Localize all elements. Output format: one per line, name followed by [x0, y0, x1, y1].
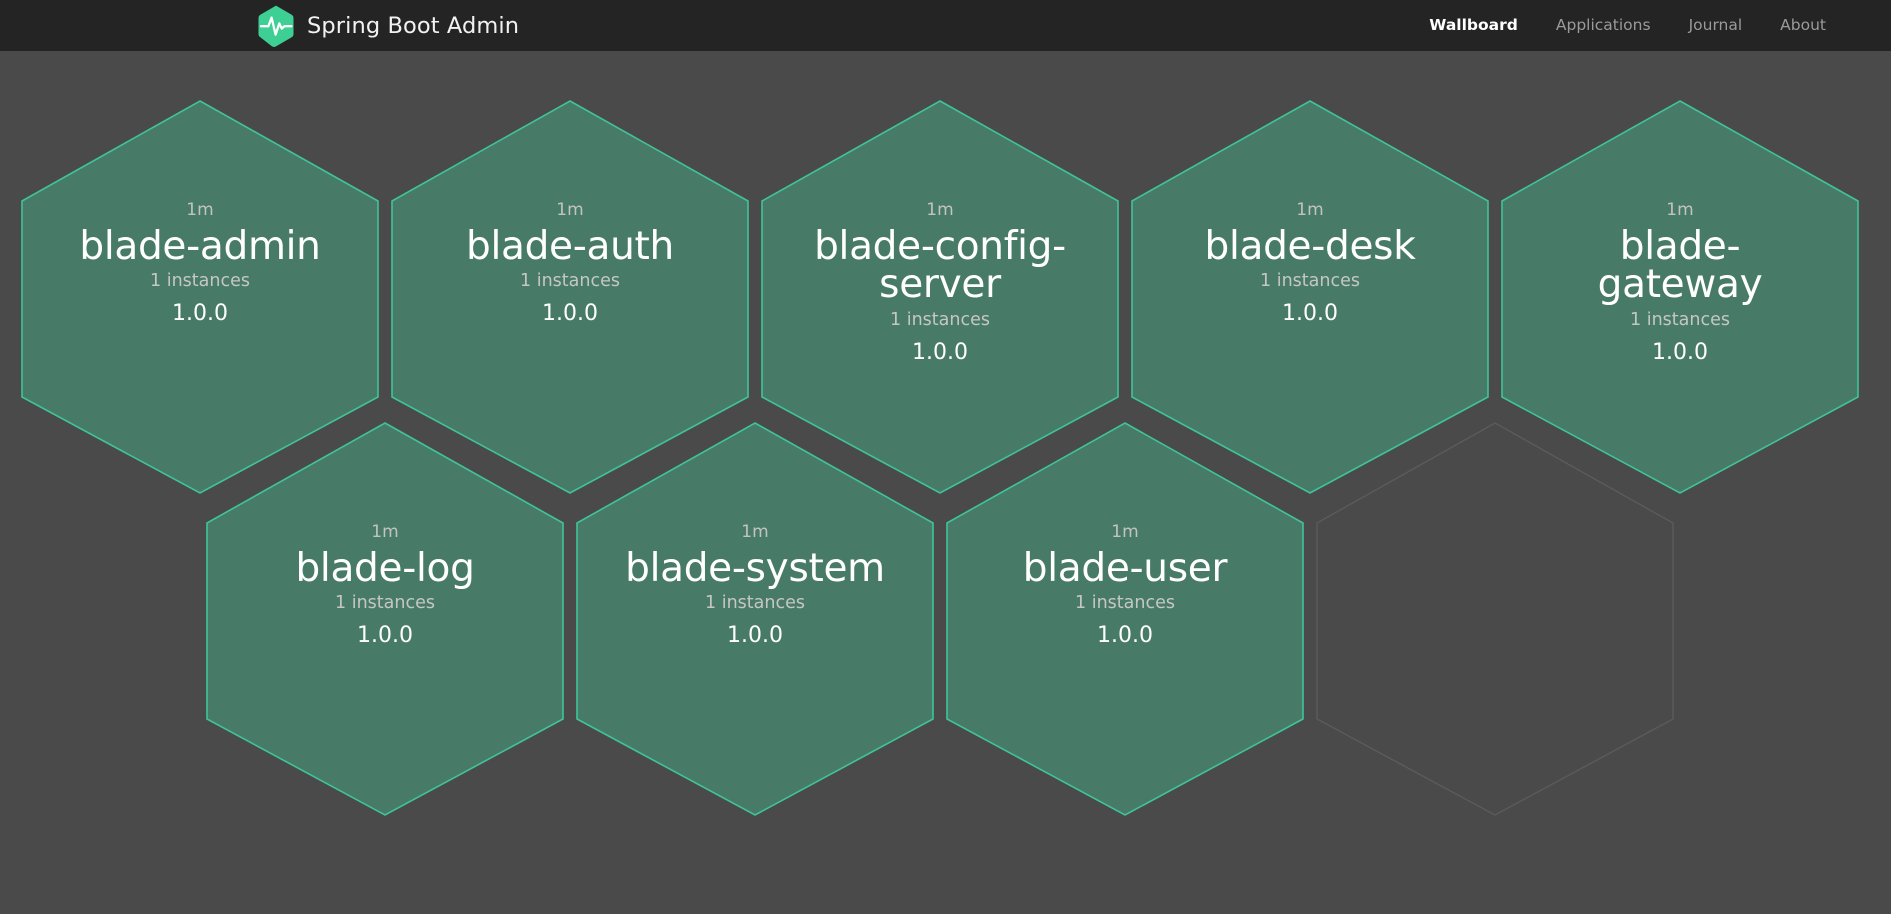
nav-link-wallboard[interactable]: Wallboard	[1429, 16, 1518, 34]
nav-link-about[interactable]: About	[1780, 16, 1826, 34]
hexagon-shape	[576, 422, 934, 816]
top-navigation-bar: Spring Boot Admin Wallboard Applications J…	[0, 0, 1891, 51]
heartbeat-hexagon-logo-icon	[256, 4, 296, 48]
nav-link-journal[interactable]: Journal	[1688, 16, 1743, 34]
hexagon-shape	[1131, 100, 1489, 494]
hexagon-shape	[206, 422, 564, 816]
hexagon-shape	[946, 422, 1304, 816]
hexagon-shape	[1316, 422, 1674, 816]
brand-home-link[interactable]: Spring Boot Admin	[256, 0, 519, 51]
hexagon-shape	[1501, 100, 1859, 494]
brand-title: Spring Boot Admin	[307, 12, 520, 39]
hexagon-shape	[21, 100, 379, 494]
hexagon-placeholder	[1311, 419, 1679, 819]
hexagon-shape	[761, 100, 1119, 494]
main-nav: Wallboard Applications Journal About	[1410, 0, 1845, 51]
hexagon-shape	[391, 100, 749, 494]
nav-link-applications[interactable]: Applications	[1555, 16, 1651, 34]
